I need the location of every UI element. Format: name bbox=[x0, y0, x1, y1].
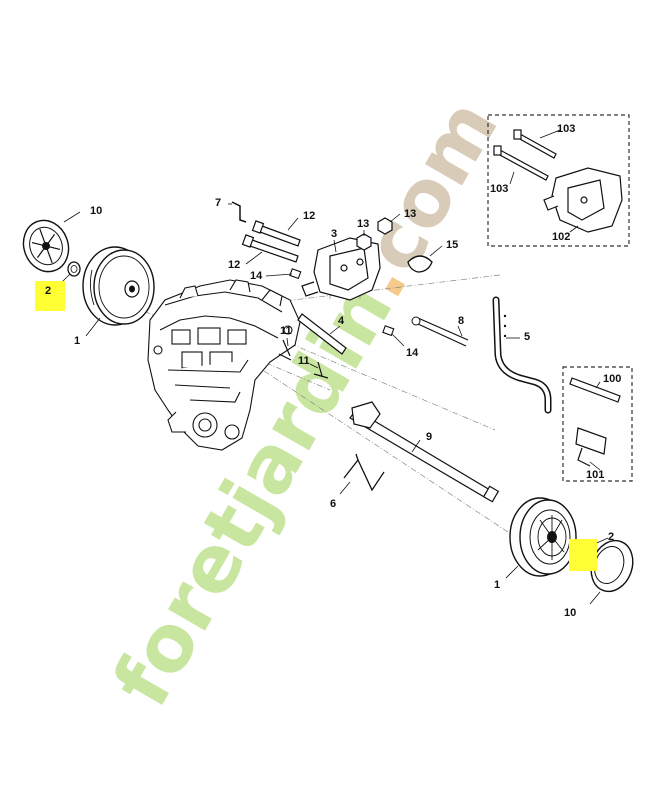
gearbox-housing bbox=[147, 279, 301, 451]
pin-14-left bbox=[289, 268, 302, 280]
callout-15: 15 bbox=[446, 239, 458, 251]
callout-13-b: 13 bbox=[404, 208, 416, 220]
spring-6 bbox=[343, 453, 385, 492]
callout-6: 6 bbox=[330, 498, 336, 510]
clip-part-7 bbox=[231, 201, 247, 223]
cable-clip-15 bbox=[407, 255, 433, 273]
callout-2-left: 2 bbox=[45, 285, 51, 297]
callout-9: 9 bbox=[426, 431, 432, 443]
inset-box-top-right bbox=[487, 114, 630, 247]
inset-parts-102-103 bbox=[493, 129, 623, 233]
bolts-12 bbox=[241, 220, 301, 263]
plate-4 bbox=[297, 313, 347, 355]
callout-102: 102 bbox=[552, 231, 570, 243]
watermark-text: foretjardin.com bbox=[97, 85, 516, 721]
callout-10-right: 10 bbox=[564, 607, 576, 619]
inset-parts-100-101 bbox=[569, 377, 621, 467]
highlight-2-right bbox=[569, 539, 597, 571]
callout-14-a: 14 bbox=[250, 270, 263, 282]
callout-5: 5 bbox=[524, 331, 530, 343]
callout-103-b: 103 bbox=[490, 183, 508, 195]
callout-14-b: 14 bbox=[406, 347, 419, 359]
callout-4: 4 bbox=[338, 315, 345, 327]
nuts-13 bbox=[356, 217, 393, 251]
callout-11-b: 11 bbox=[298, 355, 310, 367]
callout-2-right: 2 bbox=[608, 531, 614, 543]
callout-1-right: 1 bbox=[494, 579, 500, 591]
rod-8 bbox=[417, 317, 469, 347]
axle-9 bbox=[349, 401, 500, 503]
wheel-right bbox=[509, 497, 577, 577]
wheel-left bbox=[82, 246, 155, 326]
callout-100: 100 bbox=[603, 373, 621, 385]
callout-12-b: 12 bbox=[228, 259, 240, 271]
inset-box-right bbox=[562, 366, 633, 482]
hub-cap-left bbox=[22, 219, 70, 273]
callout-7: 7 bbox=[215, 197, 221, 209]
highlight-2-left bbox=[35, 281, 65, 311]
bracket-3 bbox=[301, 237, 381, 301]
callout-103-a: 103 bbox=[557, 123, 575, 135]
washer-left bbox=[67, 261, 81, 277]
callout-8: 8 bbox=[458, 315, 464, 327]
callout-101: 101 bbox=[586, 469, 604, 481]
callout-10-left: 10 bbox=[90, 205, 102, 217]
handle-5 bbox=[492, 296, 552, 414]
callout-labels: 10 2 1 7 12 12 14 3 13 13 15 4 11 11 8 1… bbox=[45, 123, 621, 619]
pin-14-right bbox=[382, 325, 395, 337]
screws-11 bbox=[278, 339, 329, 379]
callout-11-a: 11 bbox=[280, 325, 292, 337]
callout-12-a: 12 bbox=[303, 210, 315, 222]
watermark: foretjardin.com bbox=[97, 85, 516, 721]
callout-3: 3 bbox=[331, 228, 337, 240]
callout-1-left: 1 bbox=[74, 335, 80, 347]
callout-13-a: 13 bbox=[357, 218, 369, 230]
